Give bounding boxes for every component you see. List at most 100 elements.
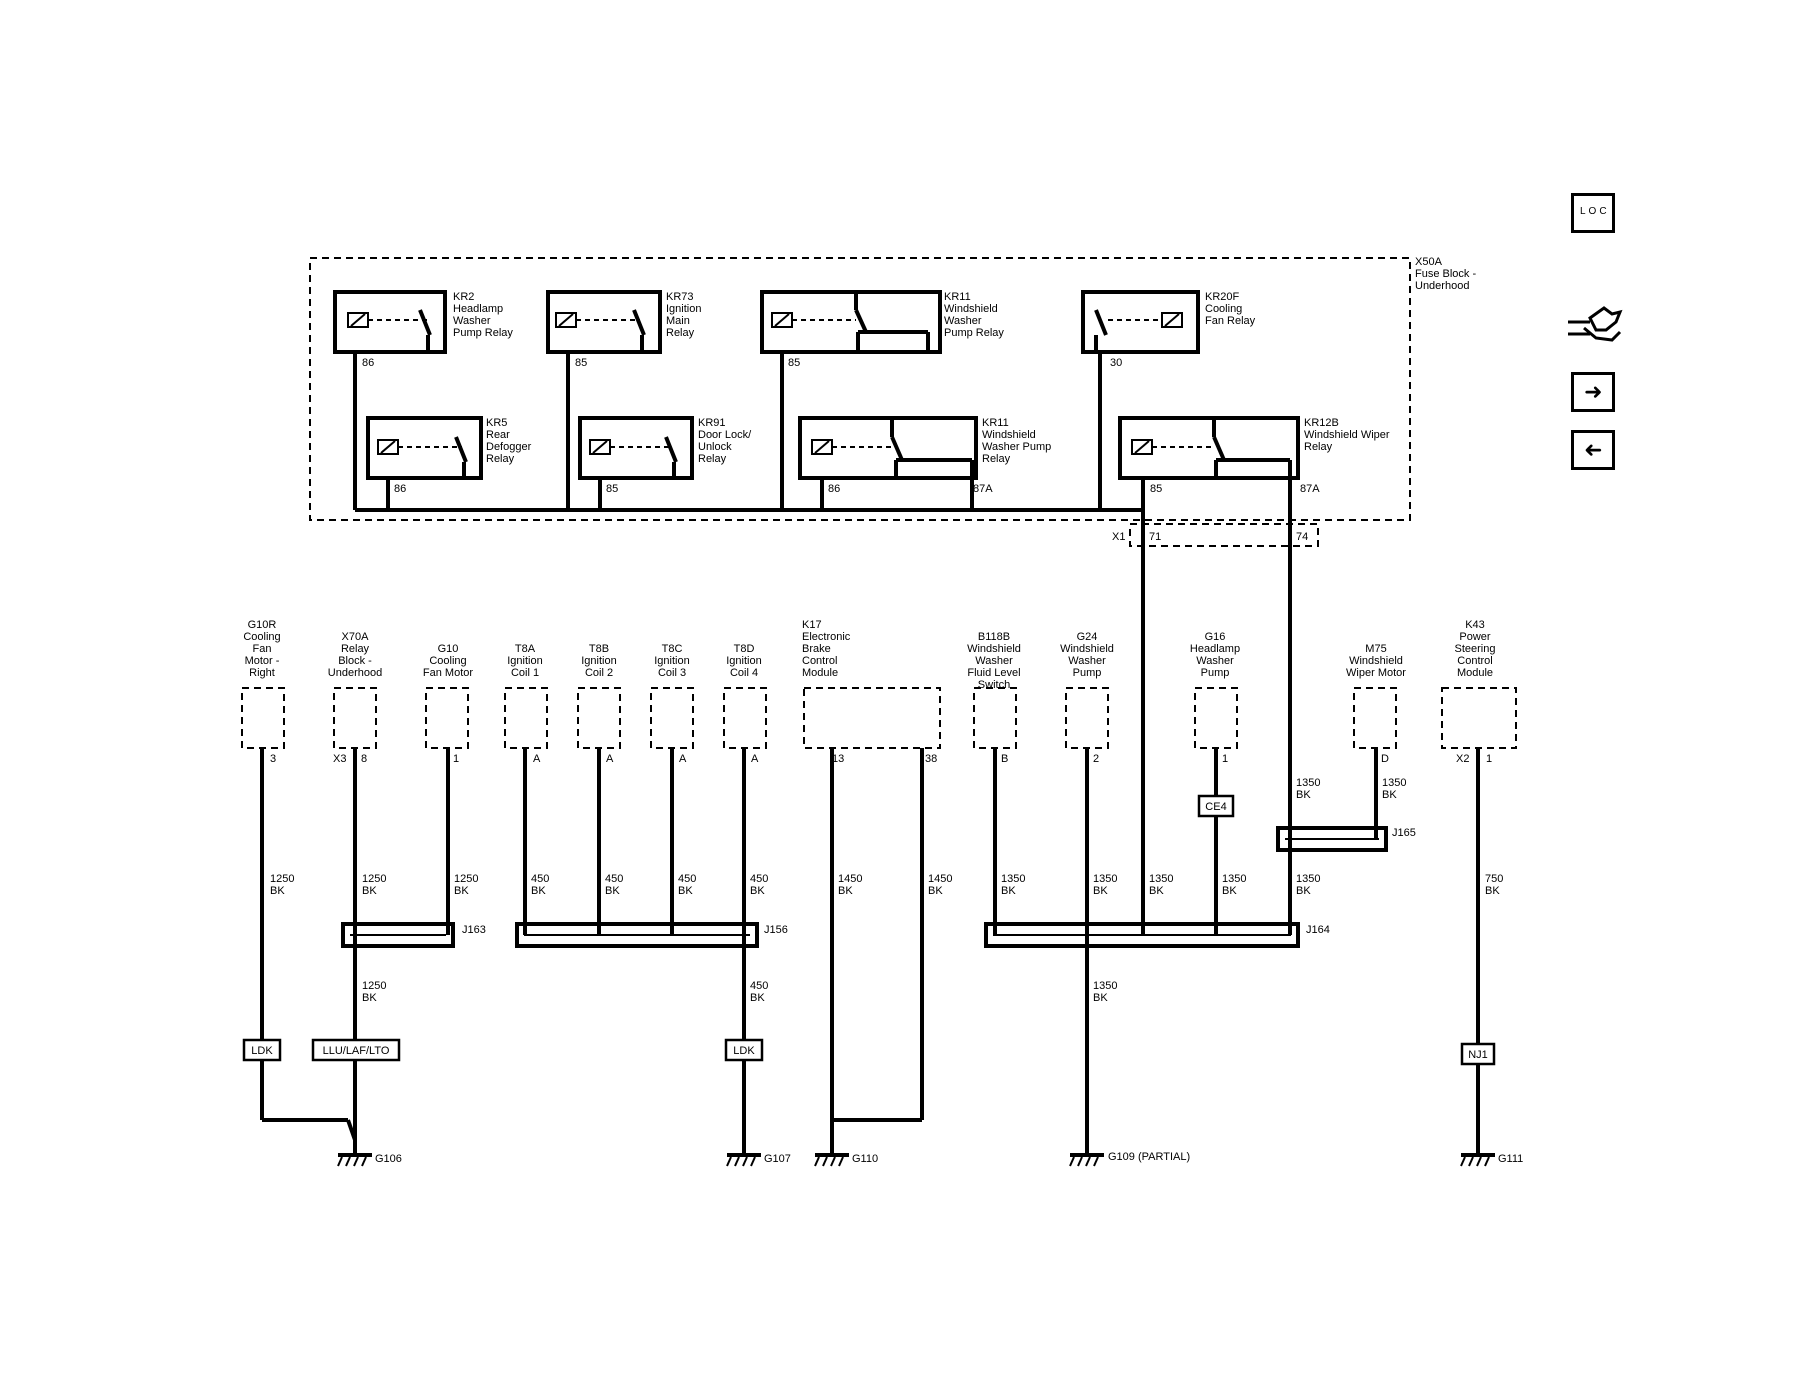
component-g24: G24 Windshield Washer Pump 2 [1060,631,1114,765]
wire-label-g10r-2: BK [270,885,285,897]
wire-label-g16-1: 1350 [1222,873,1246,885]
g24-label-2: Windshield [1060,643,1114,655]
m75-label-1: M75 [1365,643,1386,655]
component-t8a: T8A Ignition Coil 1 A [504,643,548,765]
k43-pin-1: 1 [1486,753,1492,765]
option-nj1: NJ1 [1460,1042,1496,1066]
b118b-label-2: Windshield [967,643,1021,655]
option-ce4: CE4 [1197,794,1235,818]
option-ldk-2-label: LDK [733,1045,755,1057]
wire-label-x70a-top-1: 1250 [362,873,386,885]
g16-label-2: Headlamp [1190,643,1240,655]
relay-kr2-label-2: Headlamp [453,303,503,315]
fuse-block-label-1: X50A [1415,256,1443,268]
wire-label-t8d-1: 450 [750,873,768,885]
g10r-label-1: G10R [248,619,277,631]
wire-label-x70a-bottom-2: BK [362,992,377,1004]
option-ldk-2: LDK [724,1038,764,1062]
wire-label-x1-71-2: BK [1149,885,1164,897]
wire-label-k17-38-2: BK [928,885,943,897]
ground-symbol-g110 [814,1153,849,1167]
relay-kr73-label-1: KR73 [666,291,694,303]
wire-label-m75-j165-2: BK [1296,789,1311,801]
wire-label-x1-74-1: 1350 [1296,873,1320,885]
relay-kr91-label-4: Relay [698,453,727,465]
component-x70a: X70A Relay Block - Underhood X3 8 [328,631,382,765]
relay-kr11-bottom-pin-87a: 87A [973,483,993,495]
t8a-label-3: Coil 1 [511,667,539,679]
wire-label-g24-bottom-1: 1350 [1093,980,1117,992]
option-llu-laf-lto-label: LLU/LAF/LTO [323,1045,390,1057]
option-ldk-1-label: LDK [251,1045,273,1057]
relay-kr12b-label-1: KR12B [1304,417,1339,429]
relay-kr5-label-1: KR5 [486,417,507,429]
wire-label-k17-13-1: 1450 [838,873,862,885]
t8a-label-1: T8A [515,643,536,655]
m75-pin: D [1381,753,1389,765]
connector-view-icon[interactable] [1568,306,1623,342]
wire-label-t8c-2: BK [678,885,693,897]
t8c-label-3: Coil 3 [658,667,686,679]
wire-label-g24-2: BK [1093,885,1108,897]
relay-bus-wiring [353,352,1145,512]
g16-pin: 1 [1222,753,1228,765]
relay-kr73-label-3: Main [666,315,690,327]
g10-pin: 1 [453,753,459,765]
next-page-button[interactable]: ➜ [1571,372,1615,412]
ground-symbol-g106 [337,1153,372,1167]
ground-symbol-g107 [726,1153,761,1167]
k43-label-2: Power [1459,631,1491,643]
previous-page-button[interactable]: ➜ [1571,430,1615,470]
t8b-label-2: Ignition [581,655,616,667]
splice-j164-label: J164 [1306,924,1330,936]
relay-kr2-label-3: Washer [453,315,491,327]
g10r-label-3: Fan [253,643,272,655]
option-llu-laf-lto: LLU/LAF/LTO [311,1038,401,1062]
relay-kr91 [578,416,694,480]
wire-label-x1-74-2: BK [1296,885,1311,897]
option-ce4-label: CE4 [1205,801,1226,813]
wire-label-m75-1: 1350 [1382,777,1406,789]
t8b-pin: A [606,753,614,765]
relay-kr5-pin: 86 [394,483,406,495]
t8b-label-3: Coil 2 [585,667,613,679]
ground-symbol-g109 [1069,1153,1104,1167]
x70a-label-3: Block - [338,655,372,667]
relay-kr91-label-1: KR91 [698,417,726,429]
wire-label-t8c-1: 450 [678,873,696,885]
b118b-label-1: B118B [978,631,1010,643]
component-g10: G10 Cooling Fan Motor 1 [423,643,473,765]
component-t8c: T8C Ignition Coil 3 A [650,643,694,765]
splice-j156 [515,922,759,948]
wire-label-k17-13-2: BK [838,885,853,897]
loc-button[interactable]: LOC [1571,193,1615,233]
wire-label-k43-1: 750 [1485,873,1503,885]
g24-label-4: Pump [1073,667,1102,679]
t8c-label-1: T8C [662,643,683,655]
connector-x1-name: X1 [1112,531,1125,543]
connector-x1-outline [1129,523,1319,547]
relay-kr2-pin: 86 [362,357,374,369]
splice-j163 [341,922,455,948]
relay-kr12b-pin-87a: 87A [1300,483,1320,495]
relay-kr12b-label-2: Windshield Wiper [1304,429,1390,441]
component-wires [260,748,1480,1155]
relay-kr5 [366,416,483,480]
g10-label-3: Fan Motor [423,667,473,679]
component-t8d: T8D Ignition Coil 4 A [723,643,767,765]
t8c-label-2: Ignition [654,655,689,667]
relay-kr11-bottom [798,416,978,480]
b118b-label-3: Washer [975,655,1013,667]
t8a-label-2: Ignition [507,655,542,667]
g16-label-4: Pump [1201,667,1230,679]
b118b-label-4: Fluid Level [967,667,1020,679]
wire-label-k43-2: BK [1485,885,1500,897]
k43-pin-x2: X2 [1456,753,1469,765]
relay-kr20f [1081,290,1200,354]
fuse-block-outline [309,257,1411,521]
b118b-pin: B [1001,753,1008,765]
splice-j165 [1276,826,1388,852]
wire-label-t8a-1: 450 [531,873,549,885]
splice-j164 [984,922,1300,948]
